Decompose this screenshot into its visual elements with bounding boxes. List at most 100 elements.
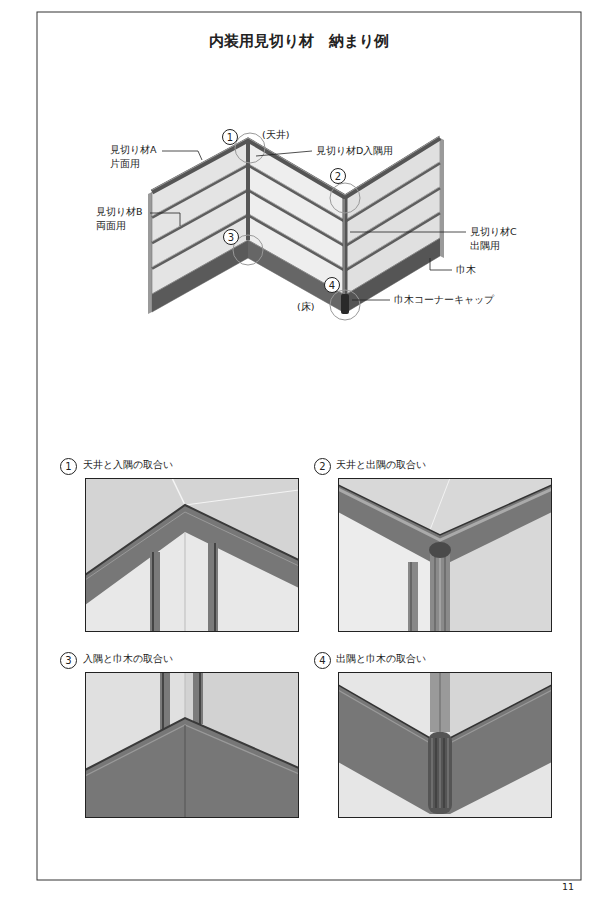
callout-number: 4 (314, 652, 331, 669)
detail-drawing (429, 542, 451, 558)
detail-drawing (85, 478, 299, 632)
callout-number: 3 (60, 652, 77, 669)
detail-frame: 天井と出隅の取合い (338, 478, 552, 632)
leader-line (162, 151, 202, 160)
detail-frame: 天井と入隅の取合い (85, 478, 299, 632)
joint-trim-b (248, 164, 345, 221)
cap-rib (432, 738, 448, 808)
trim-a (152, 138, 440, 197)
detail-drawing (185, 532, 186, 632)
callout-number: 2 (314, 458, 331, 475)
detail-drawing (185, 672, 186, 718)
detail-frame: 入隅と巾木の取合い (85, 672, 299, 818)
part-label: 巾木 (456, 263, 476, 277)
leader-line (352, 300, 390, 301)
joint-trim-b (345, 213, 440, 271)
detail-drawing (430, 548, 450, 632)
joint-trim-b (152, 162, 440, 271)
detail-drawing (450, 690, 552, 743)
detail-drawing (85, 725, 299, 776)
detail-drawing (338, 672, 552, 818)
detail-frame: 出隅と巾木の取合い (338, 672, 552, 818)
detail-drawing (338, 485, 552, 535)
callout-number: 1 (222, 129, 238, 145)
detail-drawing (193, 672, 203, 724)
detail-heading: 出隅と巾木の取合い (336, 652, 426, 666)
part-label: 見切り材D入隅用 (316, 144, 393, 158)
corner-trim (343, 197, 348, 295)
detail-drawing (338, 478, 552, 632)
detail-drawing (445, 555, 446, 632)
callout-text: 4 (329, 280, 335, 291)
trim-a (152, 136, 440, 197)
detail-drawing (430, 478, 450, 530)
cap-rib (432, 738, 433, 808)
detail-drawing (411, 562, 412, 632)
joint-trim-b (345, 212, 440, 270)
detail-drawing (338, 685, 430, 738)
detail-drawing (440, 555, 441, 632)
detail-drawing (435, 555, 436, 632)
leader-line (150, 151, 466, 300)
detail-drawing (450, 685, 552, 738)
detail-circle (235, 133, 265, 163)
corner-trim (341, 294, 349, 314)
joint-trim-b (152, 164, 248, 217)
joint-trim-b (248, 215, 345, 271)
callout-text: 3 (65, 655, 71, 666)
joint-trim-b (345, 188, 440, 246)
page-title: 内装用見切り材 納まり例 (0, 32, 598, 51)
part-label: 巾木コーナーキャップ (394, 293, 494, 307)
detail-drawing (199, 672, 201, 724)
trim-a (152, 136, 440, 195)
detail-drawing (85, 672, 299, 818)
leader-line (150, 213, 180, 226)
wall-panels (148, 138, 444, 314)
detail-heading: 入隅と巾木の取合い (83, 652, 173, 666)
detail-heading: 天井と出隅の取合い (336, 458, 426, 472)
detail-drawing (440, 672, 441, 732)
detail-drawing (185, 490, 299, 505)
detail-drawing (208, 543, 218, 632)
cap-rib (436, 738, 437, 808)
detail-circle (330, 183, 360, 213)
detail-drawing (430, 672, 450, 732)
cap-rib (440, 738, 441, 808)
callout-text: 2 (335, 171, 341, 182)
cap-rib (448, 738, 449, 808)
baseboard (152, 238, 440, 295)
callout-number: 4 (324, 277, 340, 293)
callout-text: 2 (319, 461, 325, 472)
detail-drawing (172, 478, 185, 505)
detail-drawing (162, 672, 164, 730)
wall-panels (148, 192, 152, 314)
corner-trim (246, 140, 250, 240)
page-border (37, 12, 581, 880)
wall-panels (440, 138, 444, 258)
part-label: (床) (297, 300, 314, 314)
joint-trim-b (152, 215, 248, 269)
leader-line (256, 151, 312, 156)
detail-circle (330, 290, 360, 320)
detail-drawing (408, 562, 418, 632)
callout-text: 4 (319, 655, 325, 666)
callout-number: 1 (60, 458, 77, 475)
detail-drawing (85, 478, 299, 632)
callout-text: 1 (227, 132, 233, 143)
detail-heading: 天井と入隅の取合い (83, 458, 173, 472)
corner-trim (248, 140, 349, 314)
detail-drawing (85, 672, 299, 818)
part-label: 見切り材B 両面用 (96, 205, 150, 233)
detail-drawing (160, 672, 170, 730)
joint-trim-b (152, 165, 248, 218)
part-label: 見切り材C 出隅用 (470, 225, 524, 253)
callout-number: 2 (330, 168, 346, 184)
joint-trim-b (152, 190, 248, 243)
detail-drawing (185, 725, 186, 818)
joint-trim-b (152, 189, 248, 242)
detail-drawing (214, 543, 216, 632)
cap-rib (444, 738, 445, 808)
detail-drawing (338, 672, 552, 818)
